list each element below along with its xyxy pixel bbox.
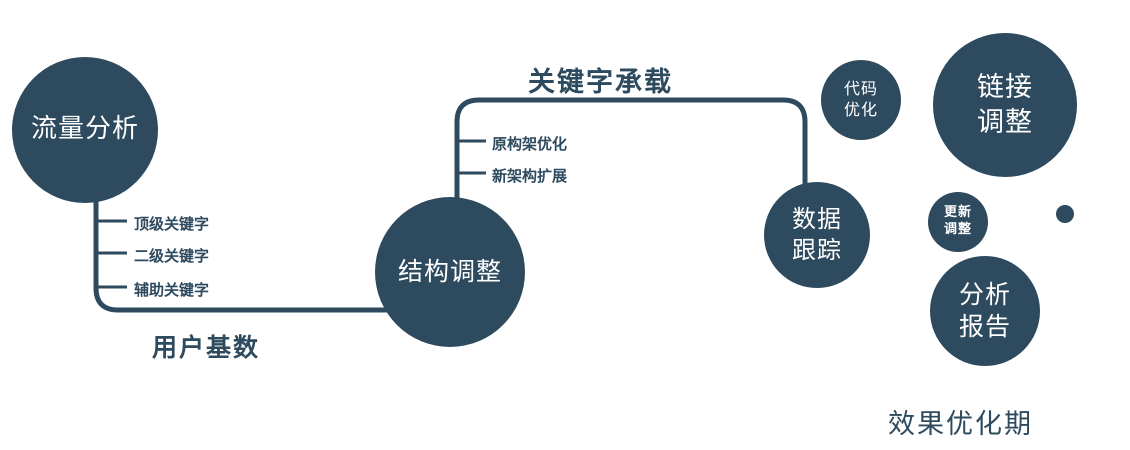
branch-label-secondary-keywords: 二级关键字 [134,247,210,265]
node-structure-adjustment: 结构调整 [375,197,525,347]
node-label-line: 分析 [958,279,1011,309]
node-analysis-report: 分析 报告 [930,256,1040,366]
middle-connector-path [454,97,808,212]
caption-effect-optimization: 效果优化期 [888,409,1033,440]
node-label-line: 更新 [943,205,972,221]
node-label: 结构调整 [397,256,502,286]
node-label-line: 优化 [843,100,878,119]
node-label-line: 报告 [958,312,1011,341]
node-label-line: 数据 [792,204,842,233]
node-update-adjustment: 更新 调整 [928,192,988,252]
edge-label-user-base: 用户基数 [152,333,261,362]
node-label-line: 调整 [943,222,972,237]
node-code-optimization: 代码 优化 [821,60,901,140]
branch-label-top-keywords: 顶级关键字 [134,215,210,233]
node-link-adjustment: 链接 调整 [933,33,1077,177]
node-traffic-analysis: 流量分析 [12,57,158,203]
bullet-dot [1056,205,1074,223]
branch-label-original-architecture: 原构架优化 [492,135,568,153]
node-label-line: 跟踪 [792,236,842,264]
node-data-tracking: 数据 跟踪 [764,182,870,288]
branch-label-new-architecture: 新架构扩展 [492,167,568,185]
node-label-line: 链接 [977,71,1033,103]
node-label-line: 调整 [977,107,1033,138]
node-label-line: 代码 [843,79,878,99]
node-label: 流量分析 [30,114,139,145]
branch-label-auxiliary-keywords: 辅助关键字 [134,281,210,299]
edge-label-keyword-carry: 关键字承载 [528,67,673,98]
